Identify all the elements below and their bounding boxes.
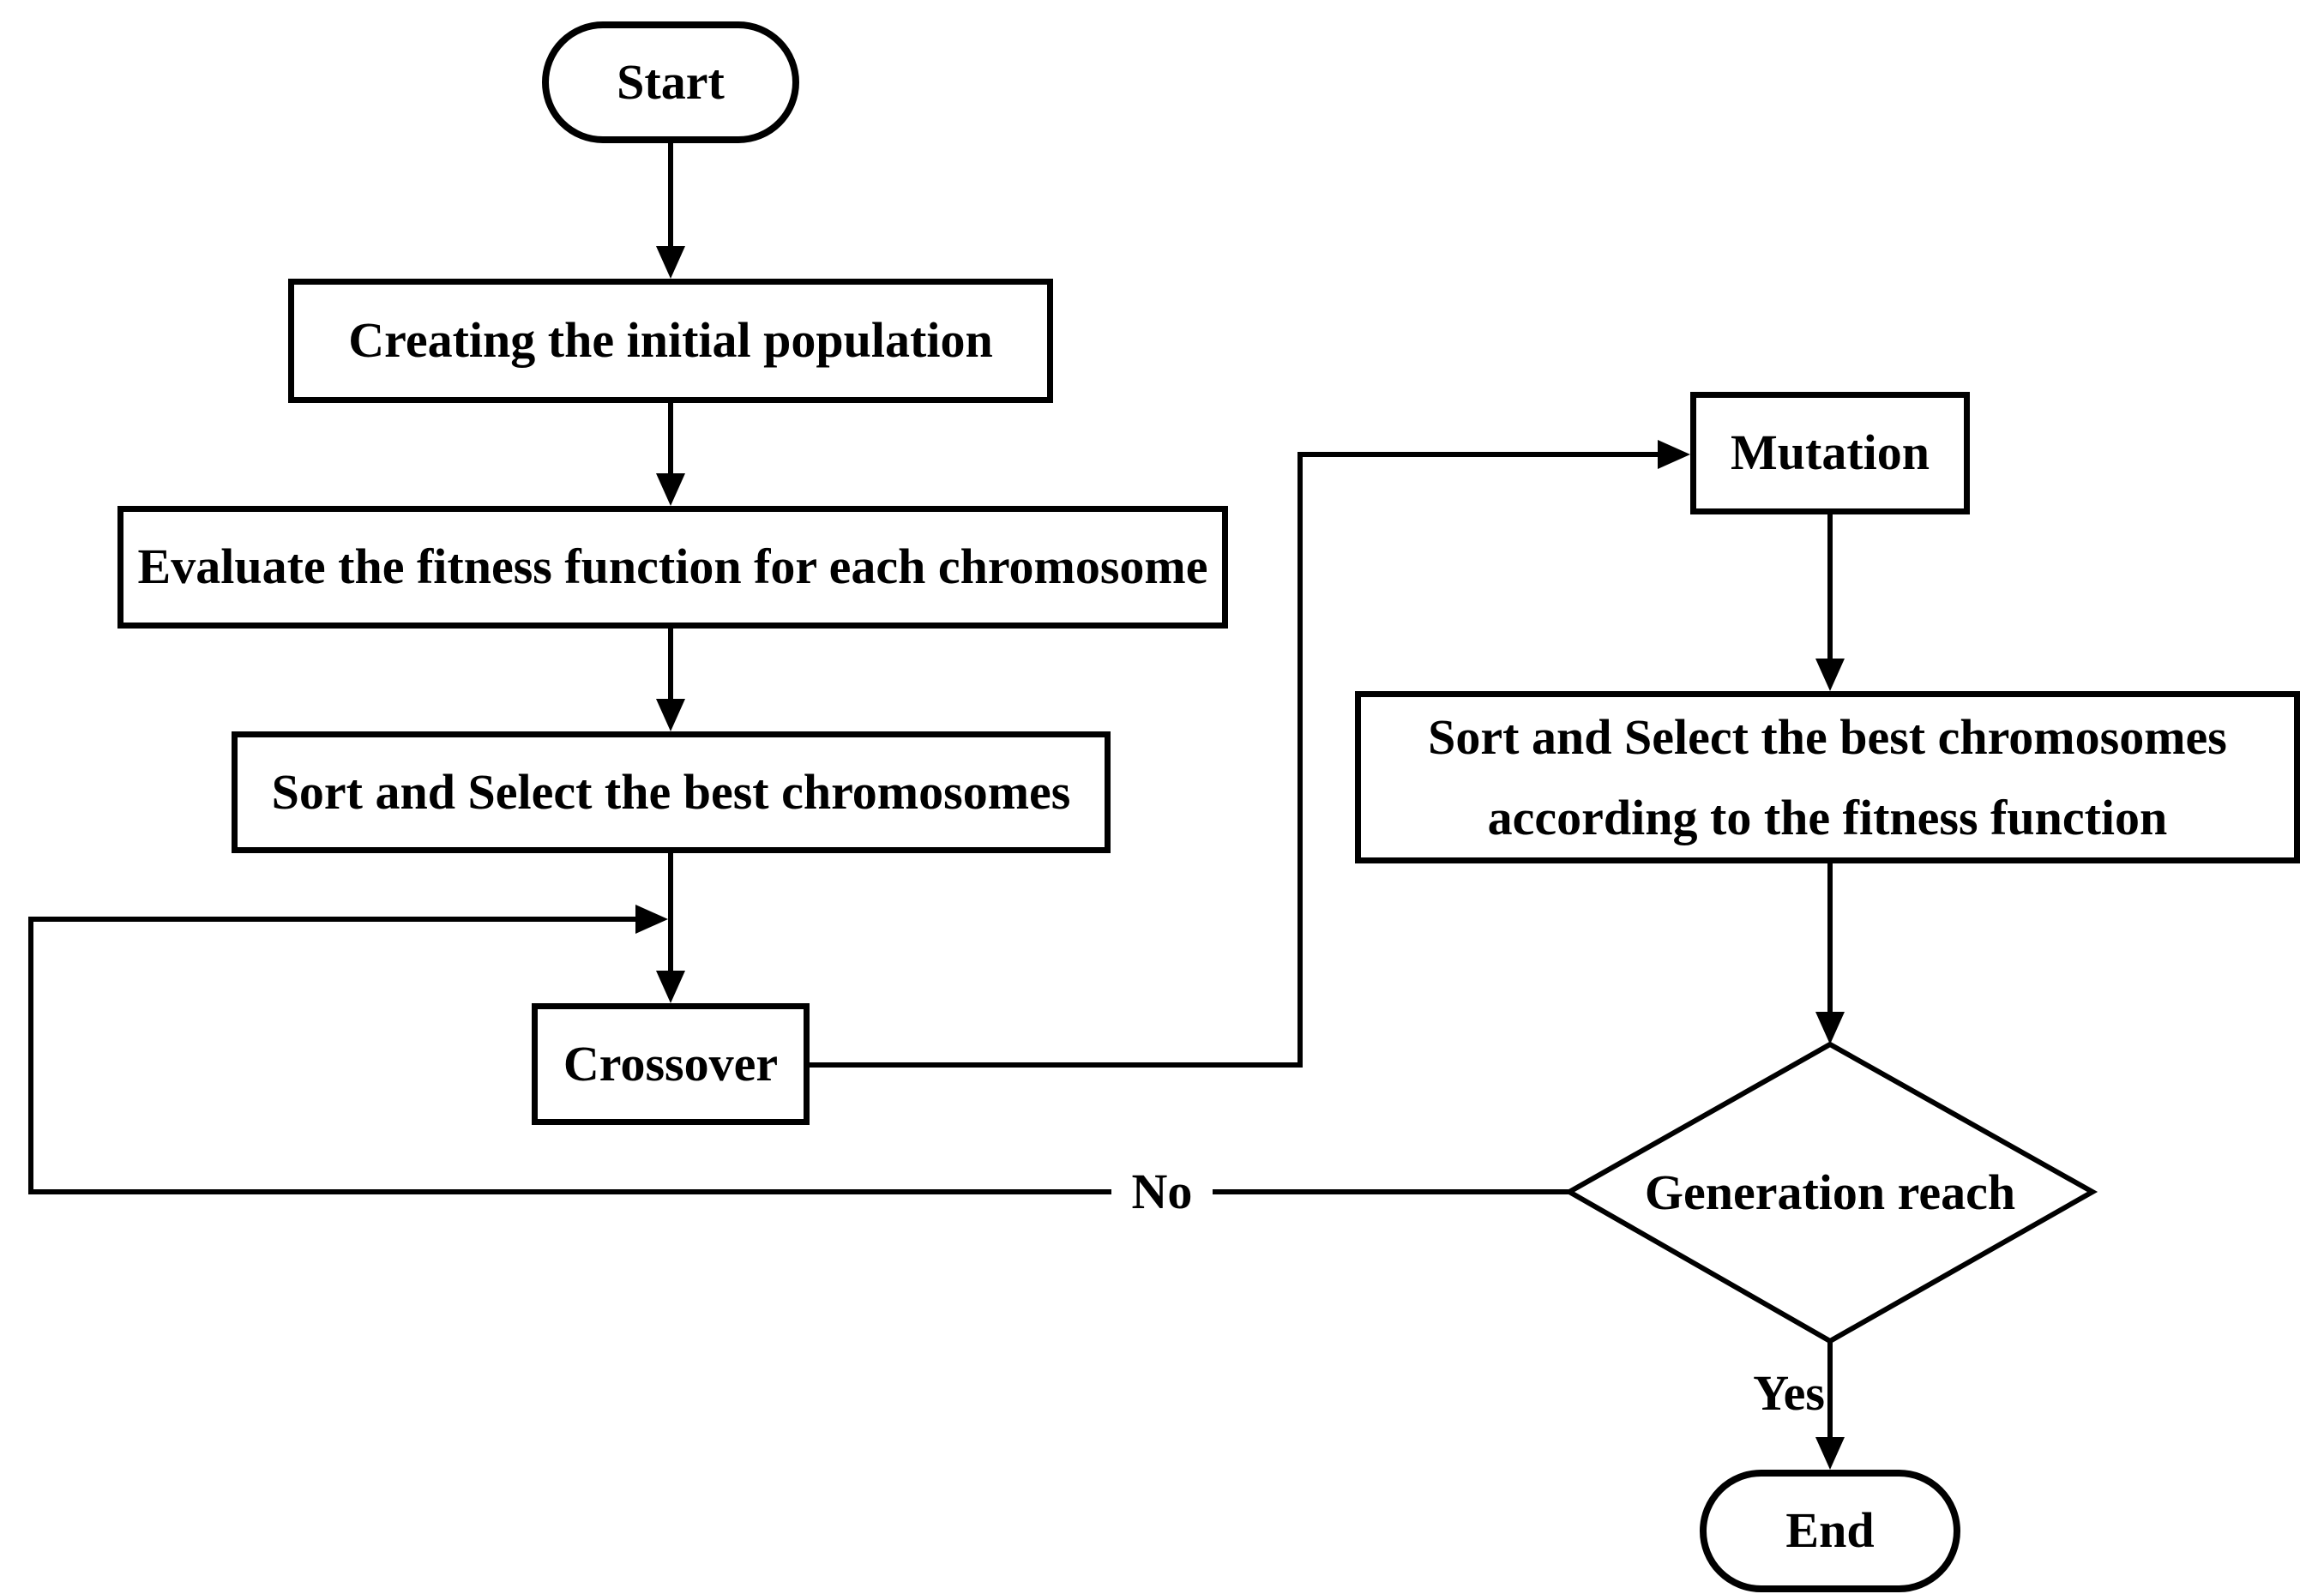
edge-label-no: No — [1111, 1161, 1213, 1223]
node-evaluate-fitness: Evaluate the fitness function for each c… — [117, 506, 1228, 629]
edge-start-to-creating — [656, 141, 685, 279]
edge-crossover-to-mutation — [810, 440, 1690, 1068]
edge-no-feedback-loop — [28, 905, 1572, 1194]
node-crossover: Crossover — [532, 1003, 810, 1125]
node-crossover-label: Crossover — [563, 1035, 779, 1092]
node-sort-select-fitness-line1: Sort and Select the best chromosomes — [1428, 708, 2227, 765]
node-sort-select-fitness-line2: according to the fitness function — [1487, 789, 2168, 845]
node-creating-initial-population: Creating the initial population — [288, 279, 1053, 403]
edge-sort-select-to-crossover — [656, 853, 685, 1003]
node-mutation-label: Mutation — [1731, 424, 1930, 481]
edge-label-yes: Yes — [1679, 1362, 1825, 1424]
no-text: No — [1131, 1164, 1193, 1219]
edge-yes-to-end — [1815, 1341, 1845, 1470]
node-end-label: End — [1785, 1502, 1875, 1559]
node-sort-select-fitness: Sort and Select the best chromosomes acc… — [1355, 691, 2300, 863]
node-end: End — [1700, 1470, 1960, 1592]
edge-mutation-to-sort-select-fitness — [1815, 514, 1845, 691]
node-mutation: Mutation — [1690, 392, 1970, 514]
node-sort-select-best: Sort and Select the best chromosomes — [232, 731, 1111, 853]
generation-reach-text: Generation reach — [1644, 1164, 2016, 1220]
edge-evaluate-to-sort-select — [656, 629, 685, 731]
node-start-label: Start — [617, 53, 725, 110]
edge-sort-select-fitness-to-generation-reach — [1815, 863, 1845, 1044]
node-sort-label: Sort and Select the best chromosomes — [271, 763, 1071, 820]
node-creating-label: Creating the initial population — [348, 312, 993, 369]
node-evaluate-label: Evaluate the fitness function for each c… — [137, 538, 1208, 595]
yes-text: Yes — [1753, 1365, 1825, 1421]
edge-creating-to-evaluate — [656, 403, 685, 506]
node-start: Start — [542, 21, 799, 143]
node-generation-reach-label: Generation reach — [1573, 1162, 2087, 1222]
